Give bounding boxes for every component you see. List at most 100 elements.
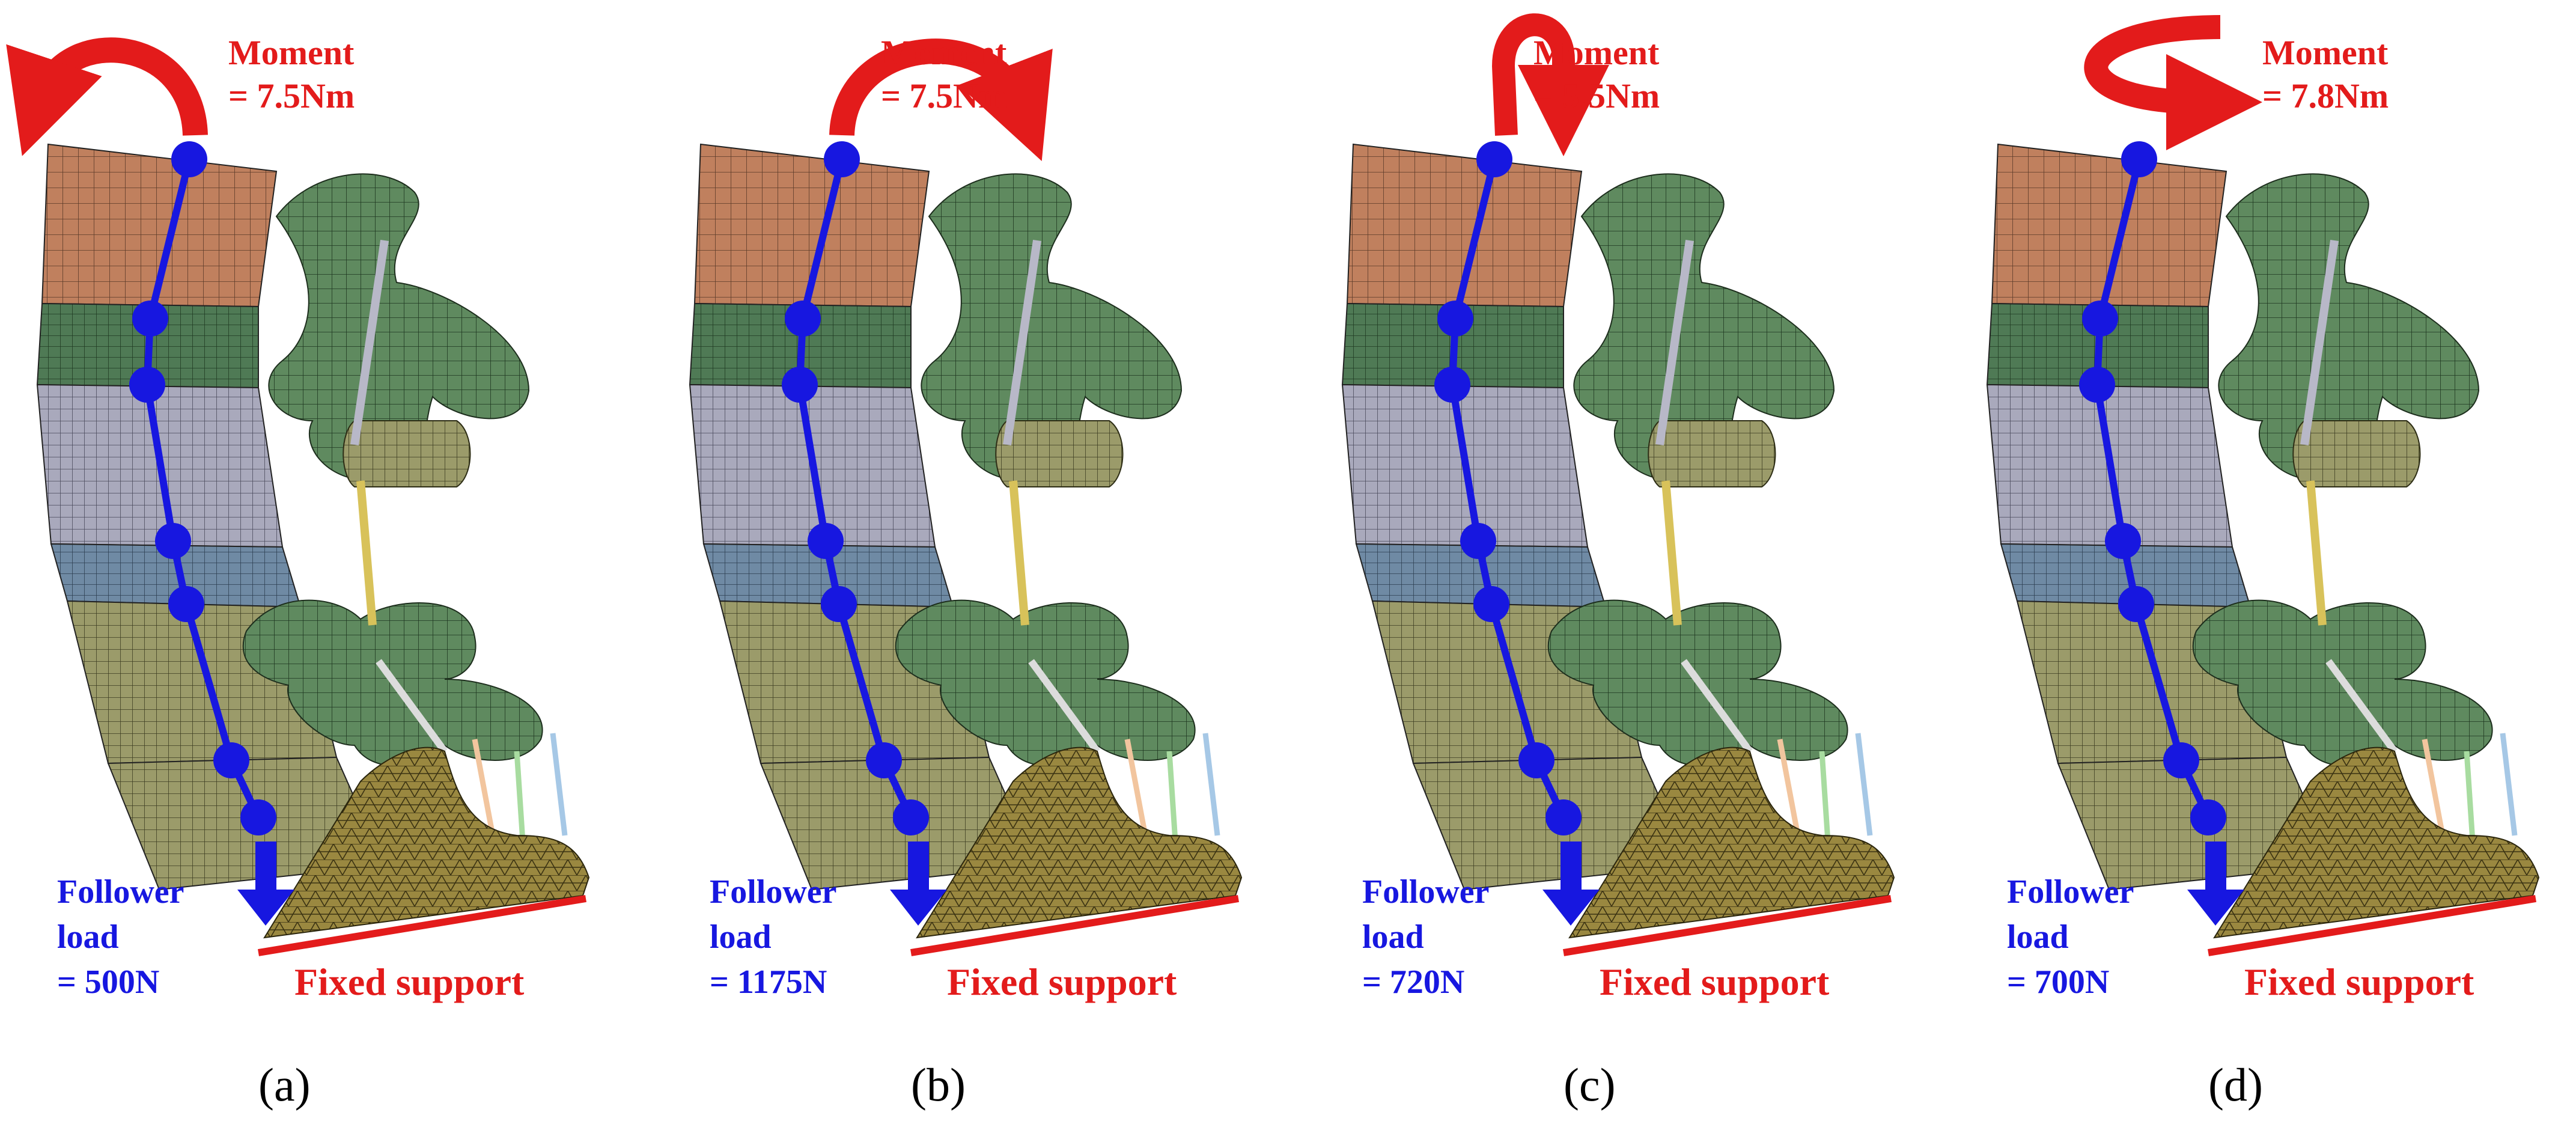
- moment-label: Moment: [1533, 33, 1660, 72]
- moment-value: = 7.5Nm: [228, 76, 355, 115]
- fixed-support-label: Fixed support: [1600, 960, 1830, 1003]
- load-node: [1434, 367, 1470, 403]
- load-node: [168, 586, 204, 622]
- follower-load-value: = 700N: [2007, 963, 2110, 1001]
- ligament: [1855, 733, 1873, 836]
- ligament: [1202, 733, 1220, 836]
- spine-model-drawing: [1986, 15, 2540, 956]
- follower-load-value: = 500N: [57, 963, 160, 1001]
- fixed-support-line: [258, 895, 586, 956]
- load-node: [893, 799, 929, 835]
- ligament: [2325, 659, 2398, 754]
- facet-joint: [995, 420, 1124, 487]
- load-node: [132, 301, 168, 337]
- moment-arrow: [1491, 13, 1609, 156]
- panel-caption: (a): [258, 1058, 311, 1111]
- facet-joint: [343, 420, 471, 487]
- moment-label: Moment: [228, 33, 355, 72]
- ligament: [1661, 480, 1682, 626]
- fixed-support-line: [910, 895, 1239, 956]
- follower-load-label-line2: load: [710, 918, 772, 956]
- follower-load-value: = 1175N: [710, 963, 827, 1001]
- spine-model-drawing: [1341, 13, 1895, 956]
- follower-load-value: = 720N: [1362, 963, 1465, 1001]
- ligament: [2464, 751, 2476, 842]
- load-node: [1518, 742, 1554, 778]
- fixed-support-label: Fixed support: [947, 960, 1177, 1003]
- follower-load-arrow: [890, 841, 947, 926]
- ligament: [2306, 480, 2327, 626]
- facet-joint: [2292, 420, 2421, 487]
- moment-label: Moment: [881, 33, 1007, 72]
- ligament: [1003, 239, 1041, 446]
- posterior-element-upper: [1573, 173, 1835, 482]
- follower-load-label-line1: Follower: [2007, 873, 2134, 911]
- vertebral-column: [689, 143, 1038, 891]
- ligament: [1028, 659, 1100, 754]
- moment-value: = 7.5Nm: [881, 76, 1008, 115]
- moment-value: = 5.5Nm: [1533, 76, 1660, 115]
- panel-caption: (b): [911, 1058, 966, 1111]
- load-node: [129, 367, 165, 403]
- moment-label: Moment: [2262, 33, 2389, 72]
- follower-load-arrow: [237, 841, 294, 926]
- load-node: [782, 367, 818, 403]
- load-node: [1460, 523, 1496, 559]
- ligament: [2500, 733, 2518, 836]
- spine-model-drawing: [6, 37, 590, 956]
- moment-arrow: [6, 37, 208, 156]
- ligament: [376, 659, 448, 754]
- load-node: [2118, 586, 2154, 622]
- fixed-support-line: [2208, 895, 2536, 956]
- follower-load-arrow: [2187, 841, 2244, 926]
- posterior-element-upper: [2218, 173, 2480, 482]
- panel-caption: (c): [1564, 1058, 1616, 1111]
- ligament: [1124, 739, 1148, 836]
- load-node: [2082, 301, 2118, 337]
- load-node: [1545, 799, 1582, 835]
- ligament: [1655, 239, 1694, 446]
- ligament: [514, 751, 526, 842]
- fixed-support-line: [1563, 895, 1892, 956]
- panel-caption: (d): [2208, 1058, 2263, 1111]
- load-node: [1473, 586, 1509, 622]
- fixed-support-label: Fixed support: [2244, 960, 2474, 1003]
- ligament: [1777, 739, 1801, 836]
- load-node: [155, 523, 191, 559]
- ligament: [356, 480, 377, 626]
- ligament: [1819, 751, 1831, 842]
- load-node: [240, 799, 276, 835]
- load-node: [2163, 742, 2199, 778]
- follower-load-arrow: [1542, 841, 1600, 926]
- sacrum: [2213, 747, 2540, 939]
- moment-value: = 7.8Nm: [2262, 76, 2389, 115]
- load-node: [2190, 799, 2226, 835]
- ligament: [1166, 751, 1178, 842]
- load-node: [213, 742, 249, 778]
- posterior-element-upper: [268, 173, 530, 482]
- moment-arrow: [2084, 15, 2262, 150]
- follower-load-label-line2: load: [1362, 918, 1424, 956]
- ligament: [472, 739, 496, 836]
- follower-load-label-line1: Follower: [57, 873, 184, 911]
- sacrum: [1568, 747, 1895, 939]
- fixed-support-label: Fixed support: [294, 960, 525, 1003]
- load-node: [821, 586, 857, 622]
- load-node: [1476, 141, 1512, 177]
- load-node: [866, 742, 902, 778]
- load-node: [171, 141, 207, 177]
- load-node: [2079, 367, 2115, 403]
- follower-load-label-line1: Follower: [710, 873, 837, 911]
- spine-model-drawing: [689, 38, 1243, 956]
- ligament: [350, 239, 389, 446]
- facet-joint: [1648, 420, 1776, 487]
- ligament: [550, 733, 568, 836]
- load-node: [1437, 301, 1473, 337]
- ligament: [1681, 659, 1753, 754]
- load-node: [824, 141, 860, 177]
